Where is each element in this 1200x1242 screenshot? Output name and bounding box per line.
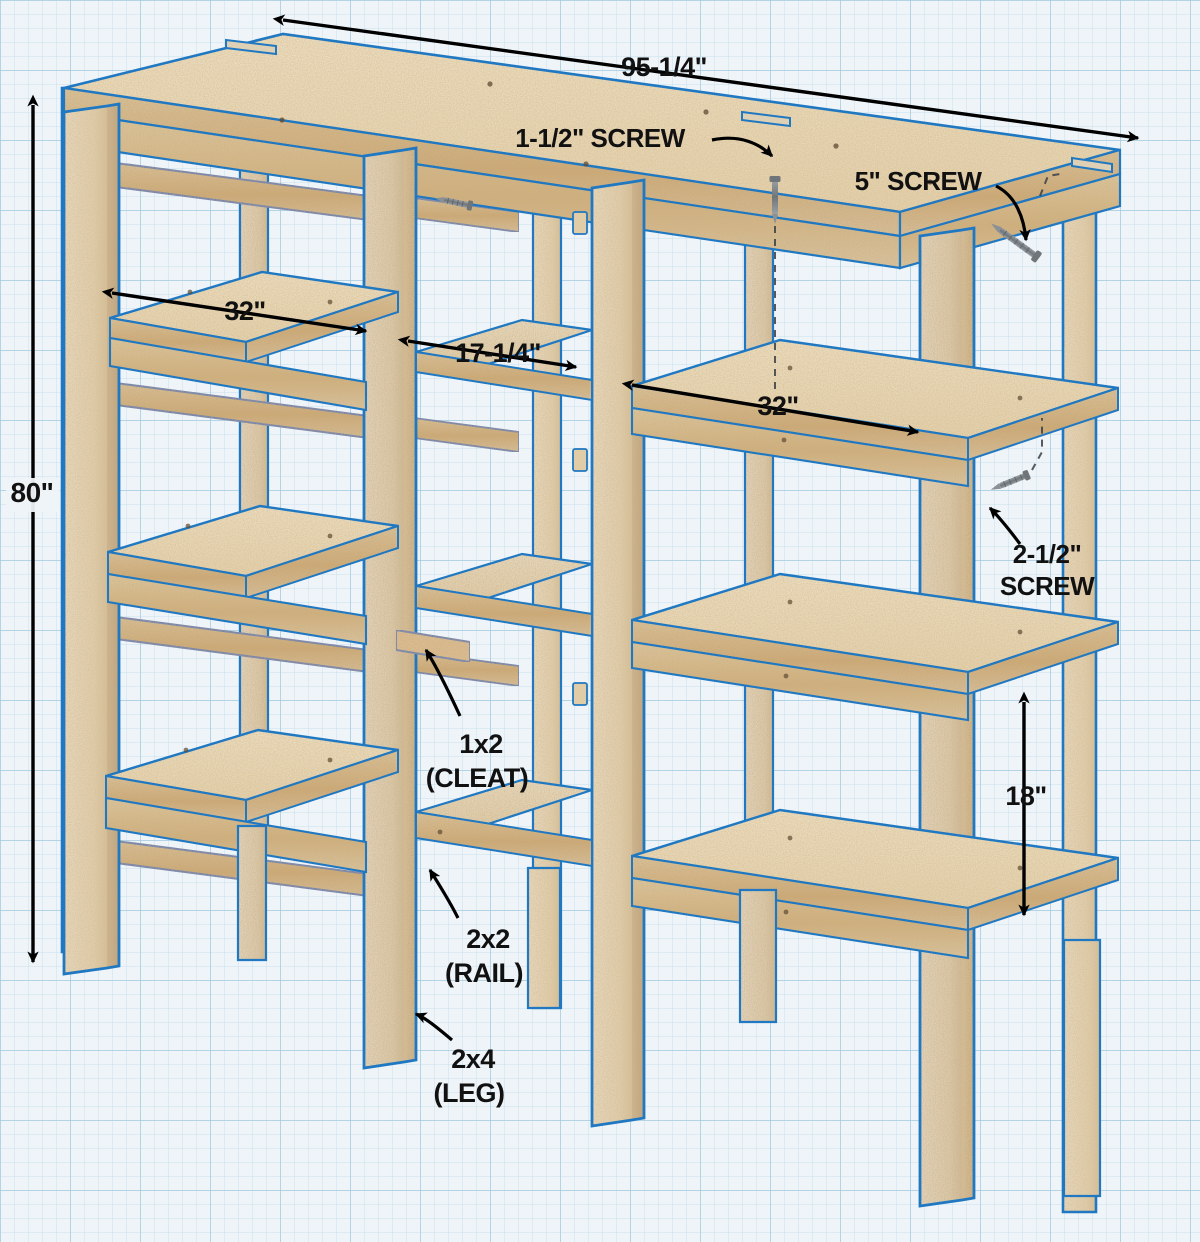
leg-stub-a [236, 824, 268, 962]
dim-line-overall-width [272, 14, 1140, 143]
dim-line-shelf-right [621, 379, 920, 436]
leg-stub-c [738, 888, 778, 1024]
legs-back-short-stubs [236, 824, 1102, 1198]
leg-back-inner-left [238, 148, 270, 832]
label-bay-width: 17-1/4" [455, 338, 541, 368]
cleat-detail-blocks [572, 211, 588, 706]
callout-leaders[interactable] [414, 136, 1031, 1042]
leg-front-left [62, 102, 121, 976]
dimension-labels: 95-1/4" 1-1/2" SCREW 5" SCREW 32" 17-1/4… [6, 52, 1096, 1108]
cleat-1x2-highlight [395, 628, 471, 664]
label-cleat-line1: 1x2 [459, 729, 503, 759]
label-shelf-depth-right: 32" [757, 391, 798, 421]
label-2-1-2-screw-line2: SCREW [1000, 571, 1095, 601]
label-overall-width: 95-1/4" [621, 52, 707, 82]
screw-icon-rail-left [435, 197, 474, 211]
screw-icon-corner-5in [991, 223, 1042, 263]
label-1-1-2-screw: 1-1/2" SCREW [515, 123, 686, 153]
screw-icon-deck-vertical [769, 176, 781, 392]
leader-1x2-cleat [424, 648, 462, 717]
leg-front-divider-left [362, 146, 418, 1070]
leader-2x2-rail [428, 868, 460, 919]
label-shelf-depth-left: 32" [224, 296, 265, 326]
dim-line-bay [397, 335, 578, 372]
label-leg-line1: 2x4 [451, 1044, 495, 1074]
label-5-screw: 5" SCREW [855, 166, 983, 196]
dim-line-shelf-left [101, 287, 368, 336]
label-rail-line1: 2x2 [466, 924, 510, 954]
shelf-level-3 [106, 504, 1119, 722]
label-overall-height: 80" [11, 477, 54, 508]
rails-and-cleats-back [92, 158, 520, 902]
leg-stub-d [1062, 938, 1102, 1198]
label-cleat-line2: (CLEAT) [426, 763, 528, 793]
screw-icon-cleat-2half [990, 470, 1031, 490]
leader-2-1-2-screw [988, 506, 1022, 545]
screw-illustrations [435, 173, 1061, 490]
dimension-arrows[interactable] [27, 14, 1140, 964]
label-backdrop-overall-height [6, 478, 60, 512]
shelf-level-4 [104, 728, 1119, 960]
leg-stub-b [526, 866, 562, 1010]
label-rail-line2: (RAIL) [445, 958, 523, 988]
label-leg-line2: (LEG) [434, 1078, 505, 1108]
cleat-top-right-block [1071, 156, 1113, 174]
leader-2x4-leg [414, 1012, 454, 1042]
leader-1-1-2-screw [711, 136, 774, 158]
leader-5-screw [995, 184, 1031, 242]
label-shelf-height: 18" [1005, 781, 1046, 811]
label-2-1-2-screw-line1: 2-1/2" [1013, 539, 1082, 569]
